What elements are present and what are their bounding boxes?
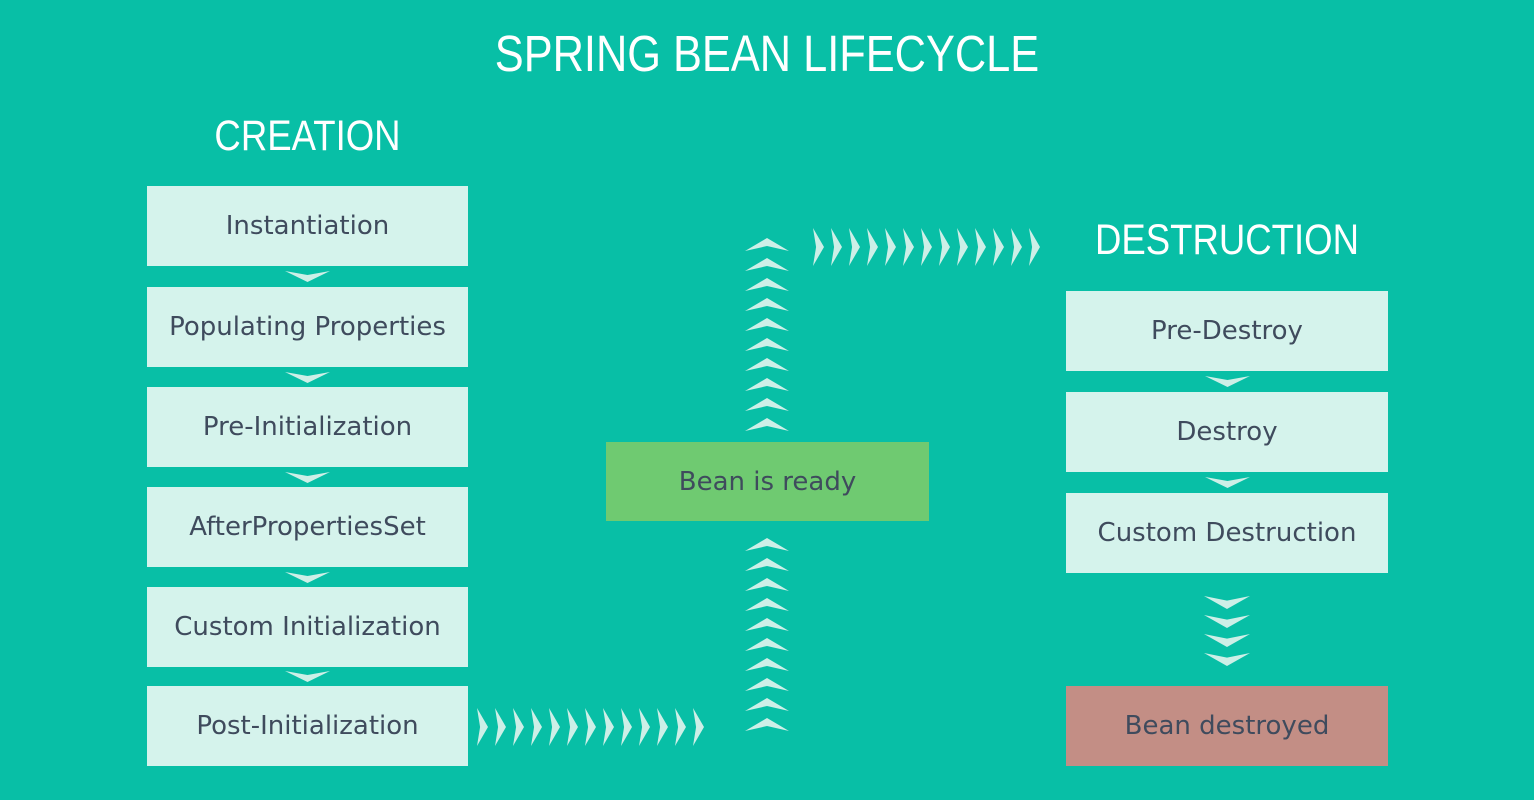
chevron-right-icon <box>813 228 824 266</box>
chevron-up-icon <box>745 618 789 631</box>
chevron-up-icon <box>745 718 789 731</box>
chevron-up-icon <box>745 418 789 431</box>
chevron-right-icon <box>513 708 524 746</box>
chevron-right-icon <box>675 708 686 746</box>
chevron-up-icon <box>745 558 789 571</box>
chevron-up-icon <box>745 698 789 711</box>
chevron-right-icon <box>477 708 488 746</box>
down-chevron-icon <box>285 271 330 282</box>
creation-step-custom-initialization: Custom Initialization <box>147 587 468 667</box>
destruction-step-destroy: Destroy <box>1066 392 1388 472</box>
creation-step-instantiation: Instantiation <box>147 186 468 266</box>
down-chevron-icon <box>285 671 330 682</box>
chevron-down-icon <box>1204 634 1250 647</box>
chevron-right-icon <box>975 228 986 266</box>
chevron-right-icon <box>849 228 860 266</box>
chevron-right-icon <box>603 708 614 746</box>
arrow-flow-post-init-to-center <box>477 708 704 746</box>
chevron-up-icon <box>745 338 789 351</box>
chevron-right-icon <box>693 708 704 746</box>
destruction-heading: DESTRUCTION <box>1095 216 1359 264</box>
creation-step-post-initialization: Post-Initialization <box>147 686 468 766</box>
chevron-right-icon <box>1029 228 1040 266</box>
chevron-down-icon <box>1204 615 1250 628</box>
chevron-up-icon <box>745 398 789 411</box>
chevron-right-icon <box>867 228 878 266</box>
chevron-up-icon <box>745 358 789 371</box>
chevron-right-icon <box>921 228 932 266</box>
chevron-right-icon <box>531 708 542 746</box>
down-chevron-icon <box>285 372 330 383</box>
chevron-right-icon <box>495 708 506 746</box>
bean-destroyed-box: Bean destroyed <box>1066 686 1388 766</box>
chevron-right-icon <box>657 708 668 746</box>
arrow-flow-to-bean-destroyed <box>1204 596 1250 666</box>
chevron-up-icon <box>745 578 789 591</box>
chevron-right-icon <box>939 228 950 266</box>
creation-step-afterpropertiesset: AfterPropertiesSet <box>147 487 468 567</box>
chevron-down-icon <box>1204 653 1250 666</box>
chevron-right-icon <box>585 708 596 746</box>
chevron-up-icon <box>745 598 789 611</box>
bean-is-ready-box: Bean is ready <box>606 442 929 521</box>
chevron-up-icon <box>745 538 789 551</box>
down-chevron-icon <box>1205 376 1250 387</box>
down-chevron-icon <box>285 472 330 483</box>
arrow-flow-up-to-ready <box>745 538 789 731</box>
chevron-up-icon <box>745 238 789 251</box>
creation-step-populating-properties: Populating Properties <box>147 287 468 367</box>
diagram-title: SPRING BEAN LIFECYCLE <box>494 25 1040 82</box>
chevron-right-icon <box>993 228 1004 266</box>
down-chevron-icon <box>285 572 330 583</box>
creation-heading: CREATION <box>214 112 401 160</box>
chevron-right-icon <box>1011 228 1022 266</box>
chevron-up-icon <box>745 678 789 691</box>
chevron-up-icon <box>745 318 789 331</box>
chevron-right-icon <box>567 708 578 746</box>
destruction-step-pre-destroy: Pre-Destroy <box>1066 291 1388 371</box>
chevron-up-icon <box>745 258 789 271</box>
chevron-up-icon <box>745 658 789 671</box>
chevron-right-icon <box>831 228 842 266</box>
chevron-right-icon <box>885 228 896 266</box>
chevron-right-icon <box>639 708 650 746</box>
destruction-step-custom-destruction: Custom Destruction <box>1066 493 1388 573</box>
chevron-right-icon <box>957 228 968 266</box>
chevron-right-icon <box>621 708 632 746</box>
chevron-up-icon <box>745 298 789 311</box>
arrow-flow-up-from-ready <box>745 238 789 431</box>
arrow-flow-center-to-destruction <box>813 228 1040 266</box>
down-chevron-icon <box>1205 477 1250 488</box>
chevron-up-icon <box>745 278 789 291</box>
chevron-down-icon <box>1204 596 1250 609</box>
creation-step-pre-initialization: Pre-Initialization <box>147 387 468 467</box>
chevron-right-icon <box>903 228 914 266</box>
chevron-up-icon <box>745 378 789 391</box>
chevron-up-icon <box>745 638 789 651</box>
chevron-right-icon <box>549 708 560 746</box>
